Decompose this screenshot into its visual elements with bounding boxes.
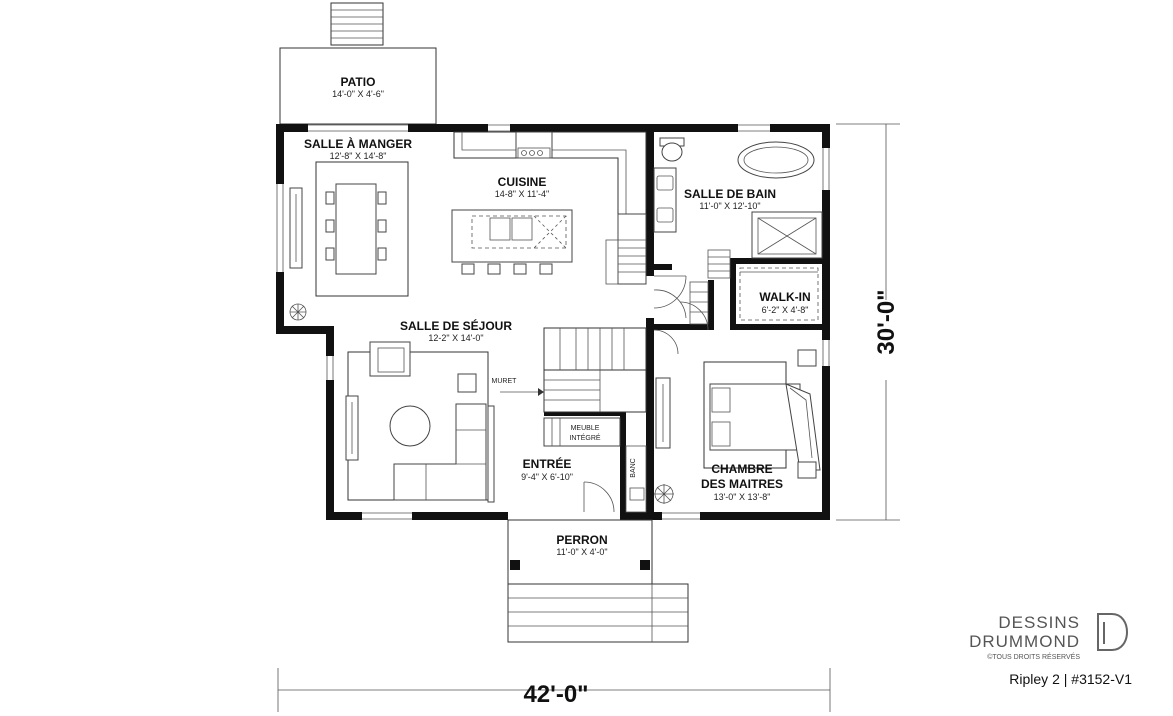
banc-label: BANC (630, 458, 637, 477)
exterior-walls (276, 124, 830, 520)
bath-dims: 11'-0" X 12'-10" (699, 201, 760, 211)
living-name: SALLE DE SÉJOUR (400, 318, 512, 333)
master-name-1: CHAMBRE (711, 462, 772, 476)
brand-d-icon (1097, 613, 1128, 651)
master-dims: 13'-0" X 13'-8" (714, 492, 771, 502)
meuble-label-2: INTÉGRÉ (569, 433, 600, 442)
brand-rights: ©TOUS DROITS RÉSERVÉS (987, 652, 1080, 661)
dining-name: SALLE À MANGER (304, 136, 412, 151)
porch-name: PERRON (556, 533, 607, 547)
patio-area (279, 2, 437, 125)
brand-line2: DRUMMOND (969, 632, 1080, 651)
entry-name: ENTRÉE (523, 456, 572, 471)
kitchen-fixtures (451, 131, 647, 285)
staircase (500, 327, 647, 447)
entry-fixtures (583, 445, 647, 513)
walkin-fixtures (653, 267, 819, 331)
model-label: Ripley 2 | #3152-V1 (1009, 671, 1132, 687)
living-dims: 12-2" X 14'-0" (428, 333, 483, 343)
living-fixtures (345, 341, 495, 503)
master-fixtures (653, 329, 821, 504)
walkin-name: WALK-IN (759, 290, 810, 304)
dining-fixtures (289, 161, 409, 321)
entry-dims: 9'-4" X 6'-10" (521, 472, 573, 482)
patio-dims: 14'-0" X 4'-6" (332, 89, 384, 99)
porch-area (507, 519, 689, 643)
dining-dims: 12'-8" X 14'-8" (330, 151, 387, 161)
master-name-2: DES MAITRES (701, 477, 783, 491)
width-dimension: 42'-0" (523, 681, 588, 708)
porch-dims: 11'-0" X 4'-0" (556, 547, 607, 557)
bath-name: SALLE DE BAIN (684, 187, 776, 201)
patio-name: PATIO (341, 75, 376, 89)
walkin-dims: 6'-2" X 4'-8" (762, 305, 809, 315)
brand-logo: DESSINS DRUMMOND ©TOUS DROITS RÉSERVÉS R… (969, 613, 1132, 687)
brand-line1: DESSINS (998, 613, 1080, 632)
kitchen-name: CUISINE (498, 175, 547, 189)
bathroom-fixtures (653, 137, 823, 279)
windows (276, 124, 830, 520)
interior-walls (544, 124, 822, 520)
kitchen-dims: 14-8" X 11'-4" (495, 189, 549, 199)
dimension-lines (277, 123, 900, 712)
depth-dimension: 30'-0" (873, 289, 900, 354)
muret-label: MURET (492, 378, 518, 385)
meuble-label-1: MEUBLE (571, 425, 600, 432)
